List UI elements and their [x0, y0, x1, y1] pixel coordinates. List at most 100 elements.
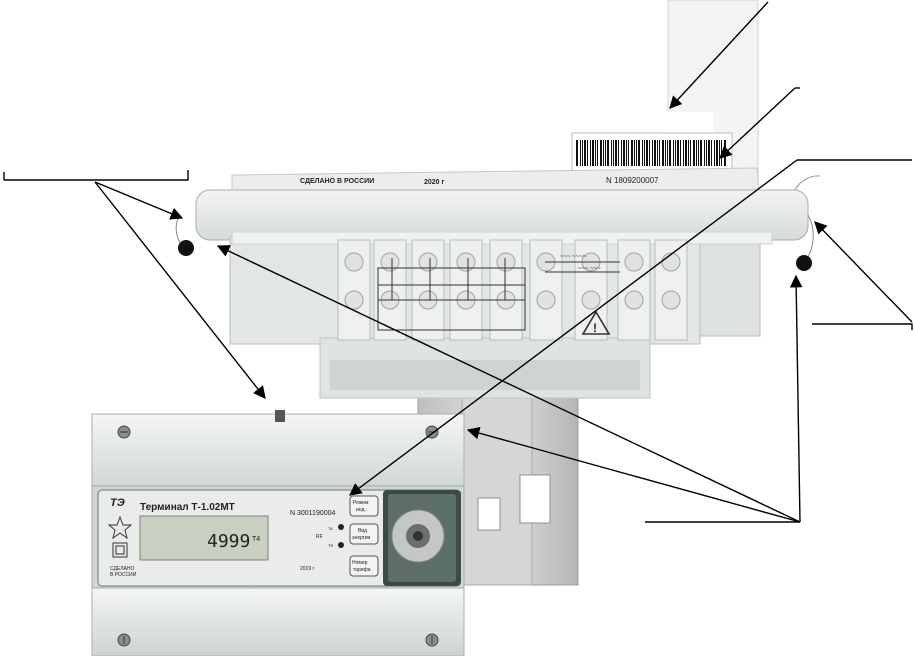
indicator-tr: TR: [328, 543, 333, 548]
barcode-bar: [613, 140, 614, 166]
arrow-icon: [94, 181, 266, 399]
arrow-icon: [216, 245, 801, 523]
barcode-bar: [646, 140, 648, 166]
arrow-icon: [669, 1, 769, 109]
warning-icon: !: [581, 310, 611, 335]
indicator-ta: TA: [328, 526, 333, 531]
svg-text:!: !: [593, 321, 597, 335]
barcode-bar: [700, 140, 702, 166]
barcode-bar: [621, 140, 622, 166]
barcode-bar: [628, 140, 629, 166]
barcode-bar: [677, 140, 679, 166]
barcode-bar: [607, 140, 609, 166]
barcode-bar: [582, 140, 583, 166]
brand-logo: ТЭ: [110, 497, 125, 509]
barcode-bar: [642, 140, 643, 166]
top-serial: N 1809200007: [606, 176, 659, 185]
barcode-bar: [662, 140, 664, 166]
display-unit: Т4: [252, 536, 260, 543]
svg-text:энергии: энергии: [352, 535, 370, 541]
svg-text:Режим: Режим: [353, 500, 369, 506]
barcode-bar: [623, 140, 625, 166]
callouts: [3, 1, 913, 523]
arrow-icon: [719, 87, 796, 159]
barcode-bar: [675, 140, 676, 166]
barcode-bar: [685, 140, 687, 166]
barcode-bar: [657, 140, 658, 166]
screw-icon: [425, 633, 439, 647]
barcode-bar: [667, 140, 668, 166]
indicator-rf: RF: [316, 534, 323, 540]
barcode-bar: [690, 140, 691, 166]
screw-icon: [344, 252, 364, 272]
barcode-bar: [649, 140, 650, 166]
arrow-icon: [348, 159, 798, 496]
square-icon: [112, 542, 128, 558]
barcode-bar: [706, 140, 707, 166]
screw-icon: [418, 252, 438, 272]
barcode-bar: [696, 140, 697, 166]
barcode-bar: [659, 140, 660, 166]
barcode-bar: [603, 140, 604, 166]
screw-icon: [661, 252, 681, 272]
barcode-bar: [618, 140, 619, 166]
schematic-note-2: ~~~ ~~~: [578, 266, 601, 272]
barcode-bar: [638, 140, 640, 166]
screw-icon: [456, 252, 476, 272]
barcode-bar: [644, 140, 645, 166]
mode-button[interactable]: Режим инд.: [349, 495, 379, 517]
arrow-icon: [466, 426, 801, 523]
barcode-bar: [597, 140, 598, 166]
terminal-cells: [337, 239, 688, 341]
schematic-note-1: ~~~ ~~~~: [560, 254, 587, 260]
arrow-icon: [94, 181, 184, 220]
energy-type-button[interactable]: Вид энергии: [349, 523, 379, 545]
barcode-bar: [708, 140, 710, 166]
top-made-in: СДЕЛАНО В РОССИИ: [300, 178, 374, 185]
screw-icon: [661, 290, 681, 310]
seal-icon: [175, 214, 194, 256]
star-icon: [107, 515, 133, 540]
barcode-bar: [605, 140, 606, 166]
screw-icon: [536, 290, 556, 310]
screw-icon: [344, 290, 364, 310]
top-year: 2020 г: [424, 179, 445, 186]
barcode-bar: [693, 140, 695, 166]
screw-icon: [624, 252, 644, 272]
barcode-bar: [711, 140, 712, 166]
svg-text:Вид: Вид: [358, 528, 367, 534]
barcode-bar: [626, 140, 627, 166]
tariff-button[interactable]: Номер тарифа: [349, 555, 379, 577]
screw-icon: [117, 425, 131, 439]
arrow-icon: [789, 274, 803, 523]
svg-text:Номер: Номер: [352, 560, 368, 566]
barcode-bar: [698, 140, 699, 166]
barcode-bar: [580, 140, 581, 166]
screw-icon: [624, 290, 644, 310]
barcode-bar: [665, 140, 666, 166]
display-value: 4999: [207, 531, 250, 552]
barcode-bar: [714, 140, 715, 166]
barcode-bar: [576, 140, 578, 166]
screw-icon: [380, 252, 400, 272]
barcode-bar: [584, 140, 586, 166]
barcode-bar: [592, 140, 594, 166]
wiring-schematic: [377, 258, 620, 331]
barcode-bar: [683, 140, 684, 166]
meter-model: Терминал Т-1.02МТ: [140, 502, 235, 513]
barcode-bar: [654, 140, 656, 166]
meter-year: 2019 г: [300, 566, 315, 572]
barcode-bar: [631, 140, 633, 166]
barcode-bar: [719, 140, 720, 166]
label-strip: [665, 112, 713, 132]
barcode-bar: [600, 140, 602, 166]
svg-text:инд.: инд.: [356, 507, 366, 513]
barcode-bar: [636, 140, 637, 166]
barcode-bar: [587, 140, 588, 166]
seal-icon: [796, 214, 814, 271]
barcode-bar: [595, 140, 596, 166]
screw-icon: [581, 290, 601, 310]
arrow-icon: [814, 221, 913, 323]
barcode-bar: [688, 140, 689, 166]
